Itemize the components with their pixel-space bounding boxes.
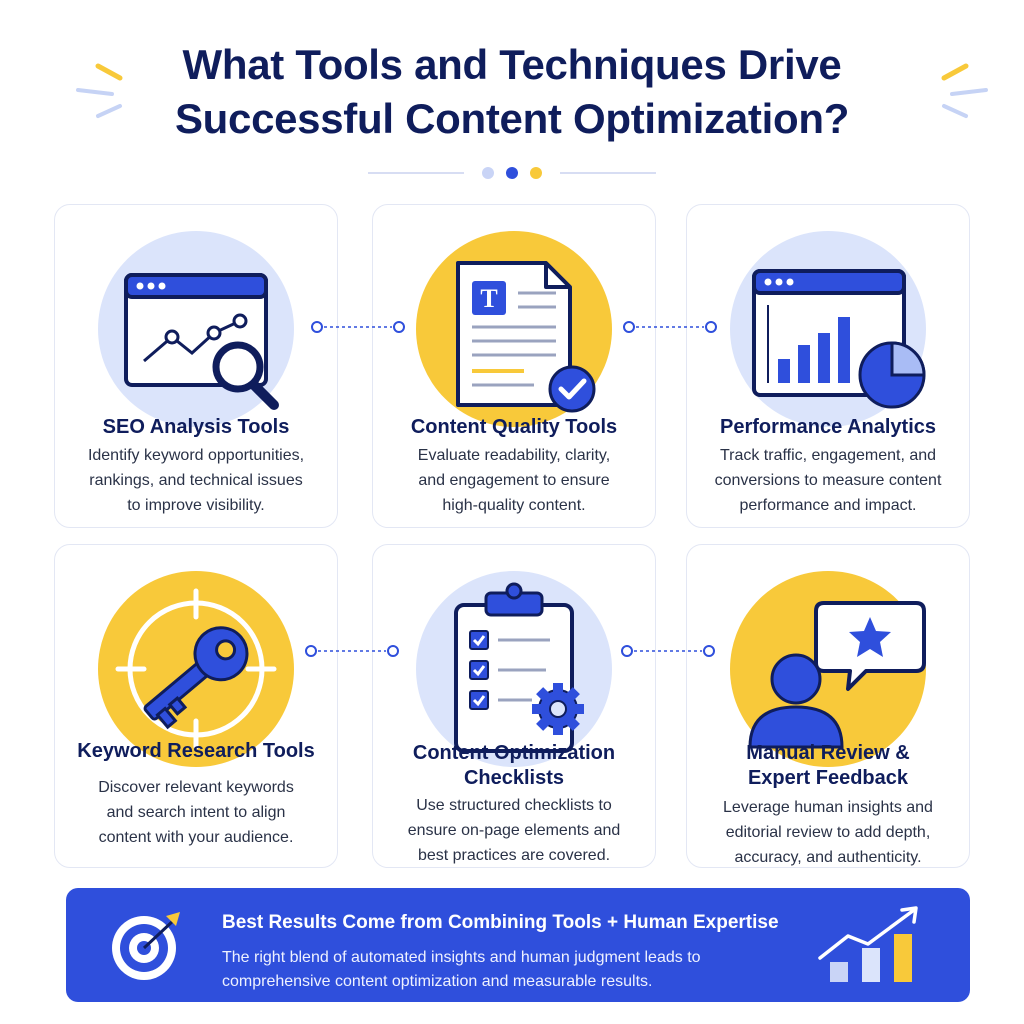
card-manual-review-expert-feedback: Manual Review & Expert Feedback Leverage… (686, 544, 970, 868)
card-content-quality-tools: T Content Quality Tools Evaluate readabi… (372, 204, 656, 528)
card-title: Content Optimization Checklists (383, 741, 645, 791)
card-title: SEO Analysis Tools (102, 416, 290, 438)
desc-line: to improve visibility. (127, 497, 265, 514)
card-description: Evaluate readability, clarity, and engag… (387, 443, 641, 518)
desc-line: rankings, and technical issues (89, 472, 303, 489)
card-keyword-research-tools: Keyword Research Tools Discover relevant… (54, 544, 338, 868)
desc-line: and search intent to align (106, 804, 286, 821)
card-icon-circle (98, 231, 294, 427)
connector-row2-b (621, 645, 715, 657)
desc-line: ensure on-page elements and (407, 822, 621, 839)
card-description: Identify keyword opportunities, rankings… (69, 443, 323, 518)
card-performance-analytics: Performance Analytics Track traffic, eng… (686, 204, 970, 528)
sparkle-left-icon (76, 63, 123, 118)
connector-row1-b (623, 321, 717, 333)
desc-line: performance and impact. (739, 497, 917, 514)
card-title: Content Quality Tools (410, 416, 618, 438)
desc-line: Evaluate readability, clarity, (417, 447, 611, 464)
desc-line: Identify keyword opportunities, (87, 447, 305, 464)
card-description: Leverage human insights and editorial re… (701, 795, 955, 870)
connector-row1-a (311, 321, 405, 333)
desc-line: Discover relevant keywords (98, 779, 294, 796)
desc-line: content with your audience. (98, 829, 294, 846)
divider-dot (530, 167, 542, 179)
banner-text: The right blend of automated insights an… (222, 946, 822, 994)
title-line: Content Optimization (412, 742, 616, 764)
card-icon-circle (98, 571, 294, 767)
card-description: Discover relevant keywords and search in… (69, 775, 323, 850)
analytics-bar-pie-chart-icon (752, 269, 926, 409)
title-line-2: Successful Content Optimization? (174, 95, 850, 142)
desc-line: Leverage human insights and (723, 799, 933, 816)
title-line: Manual Review & (746, 742, 910, 764)
target-arrow-icon (112, 912, 180, 980)
title-line: Expert Feedback (747, 767, 909, 789)
card-icon-circle (416, 571, 612, 767)
desc-line: accuracy, and authenticity. (734, 849, 922, 866)
desc-line: high-quality content. (442, 497, 586, 514)
card-description: Use structured checklists to ensure on-p… (387, 793, 641, 868)
banner-text-line: comprehensive content optimization and m… (222, 973, 653, 990)
card-seo-analysis-tools: SEO Analysis Tools Identify keyword oppo… (54, 204, 338, 528)
card-description: Track traffic, engagement, and conversio… (701, 443, 955, 518)
svg-text:T: T (480, 284, 497, 313)
divider-dot (482, 167, 494, 179)
card-icon-circle (730, 231, 926, 427)
divider-right (560, 172, 656, 174)
card-title: Performance Analytics (719, 416, 936, 438)
banner-title: Best Results Come from Combining Tools +… (222, 912, 779, 933)
card-title: Manual Review & Expert Feedback (697, 741, 959, 791)
desc-line: conversions to measure content (714, 472, 942, 489)
divider-dot (506, 167, 518, 179)
divider-left (368, 172, 464, 174)
desc-line: Use structured checklists to (416, 797, 612, 814)
connector-row2-a (305, 645, 399, 657)
person-star-feedback-icon (748, 601, 926, 749)
sparkle-right-icon (941, 63, 988, 118)
page-title: What Tools and Techniques Drive Successf… (0, 38, 1024, 146)
growth-chart-icon (818, 906, 918, 982)
desc-line: Track traffic, engagement, and (719, 447, 937, 464)
desc-line: and engagement to ensure (418, 472, 610, 489)
document-checkmark-icon: T (456, 261, 596, 413)
summary-banner: Best Results Come from Combining Tools +… (66, 888, 970, 1002)
title-line-1: What Tools and Techniques Drive (182, 41, 842, 88)
card-icon-circle (730, 571, 926, 767)
title-line: Checklists (463, 767, 565, 789)
key-target-icon (115, 588, 277, 750)
card-content-optimization-checklists: Content Optimization Checklists Use stru… (372, 544, 656, 868)
card-icon-circle: T (416, 231, 612, 427)
desc-line: best practices are covered. (417, 847, 611, 864)
banner-text-line: The right blend of automated insights an… (222, 949, 701, 966)
seo-browser-chart-magnifier-icon (124, 273, 279, 410)
desc-line: editorial review to add depth, (725, 824, 931, 841)
clipboard-checklist-gear-icon (454, 582, 584, 753)
card-title: Keyword Research Tools (77, 740, 315, 762)
